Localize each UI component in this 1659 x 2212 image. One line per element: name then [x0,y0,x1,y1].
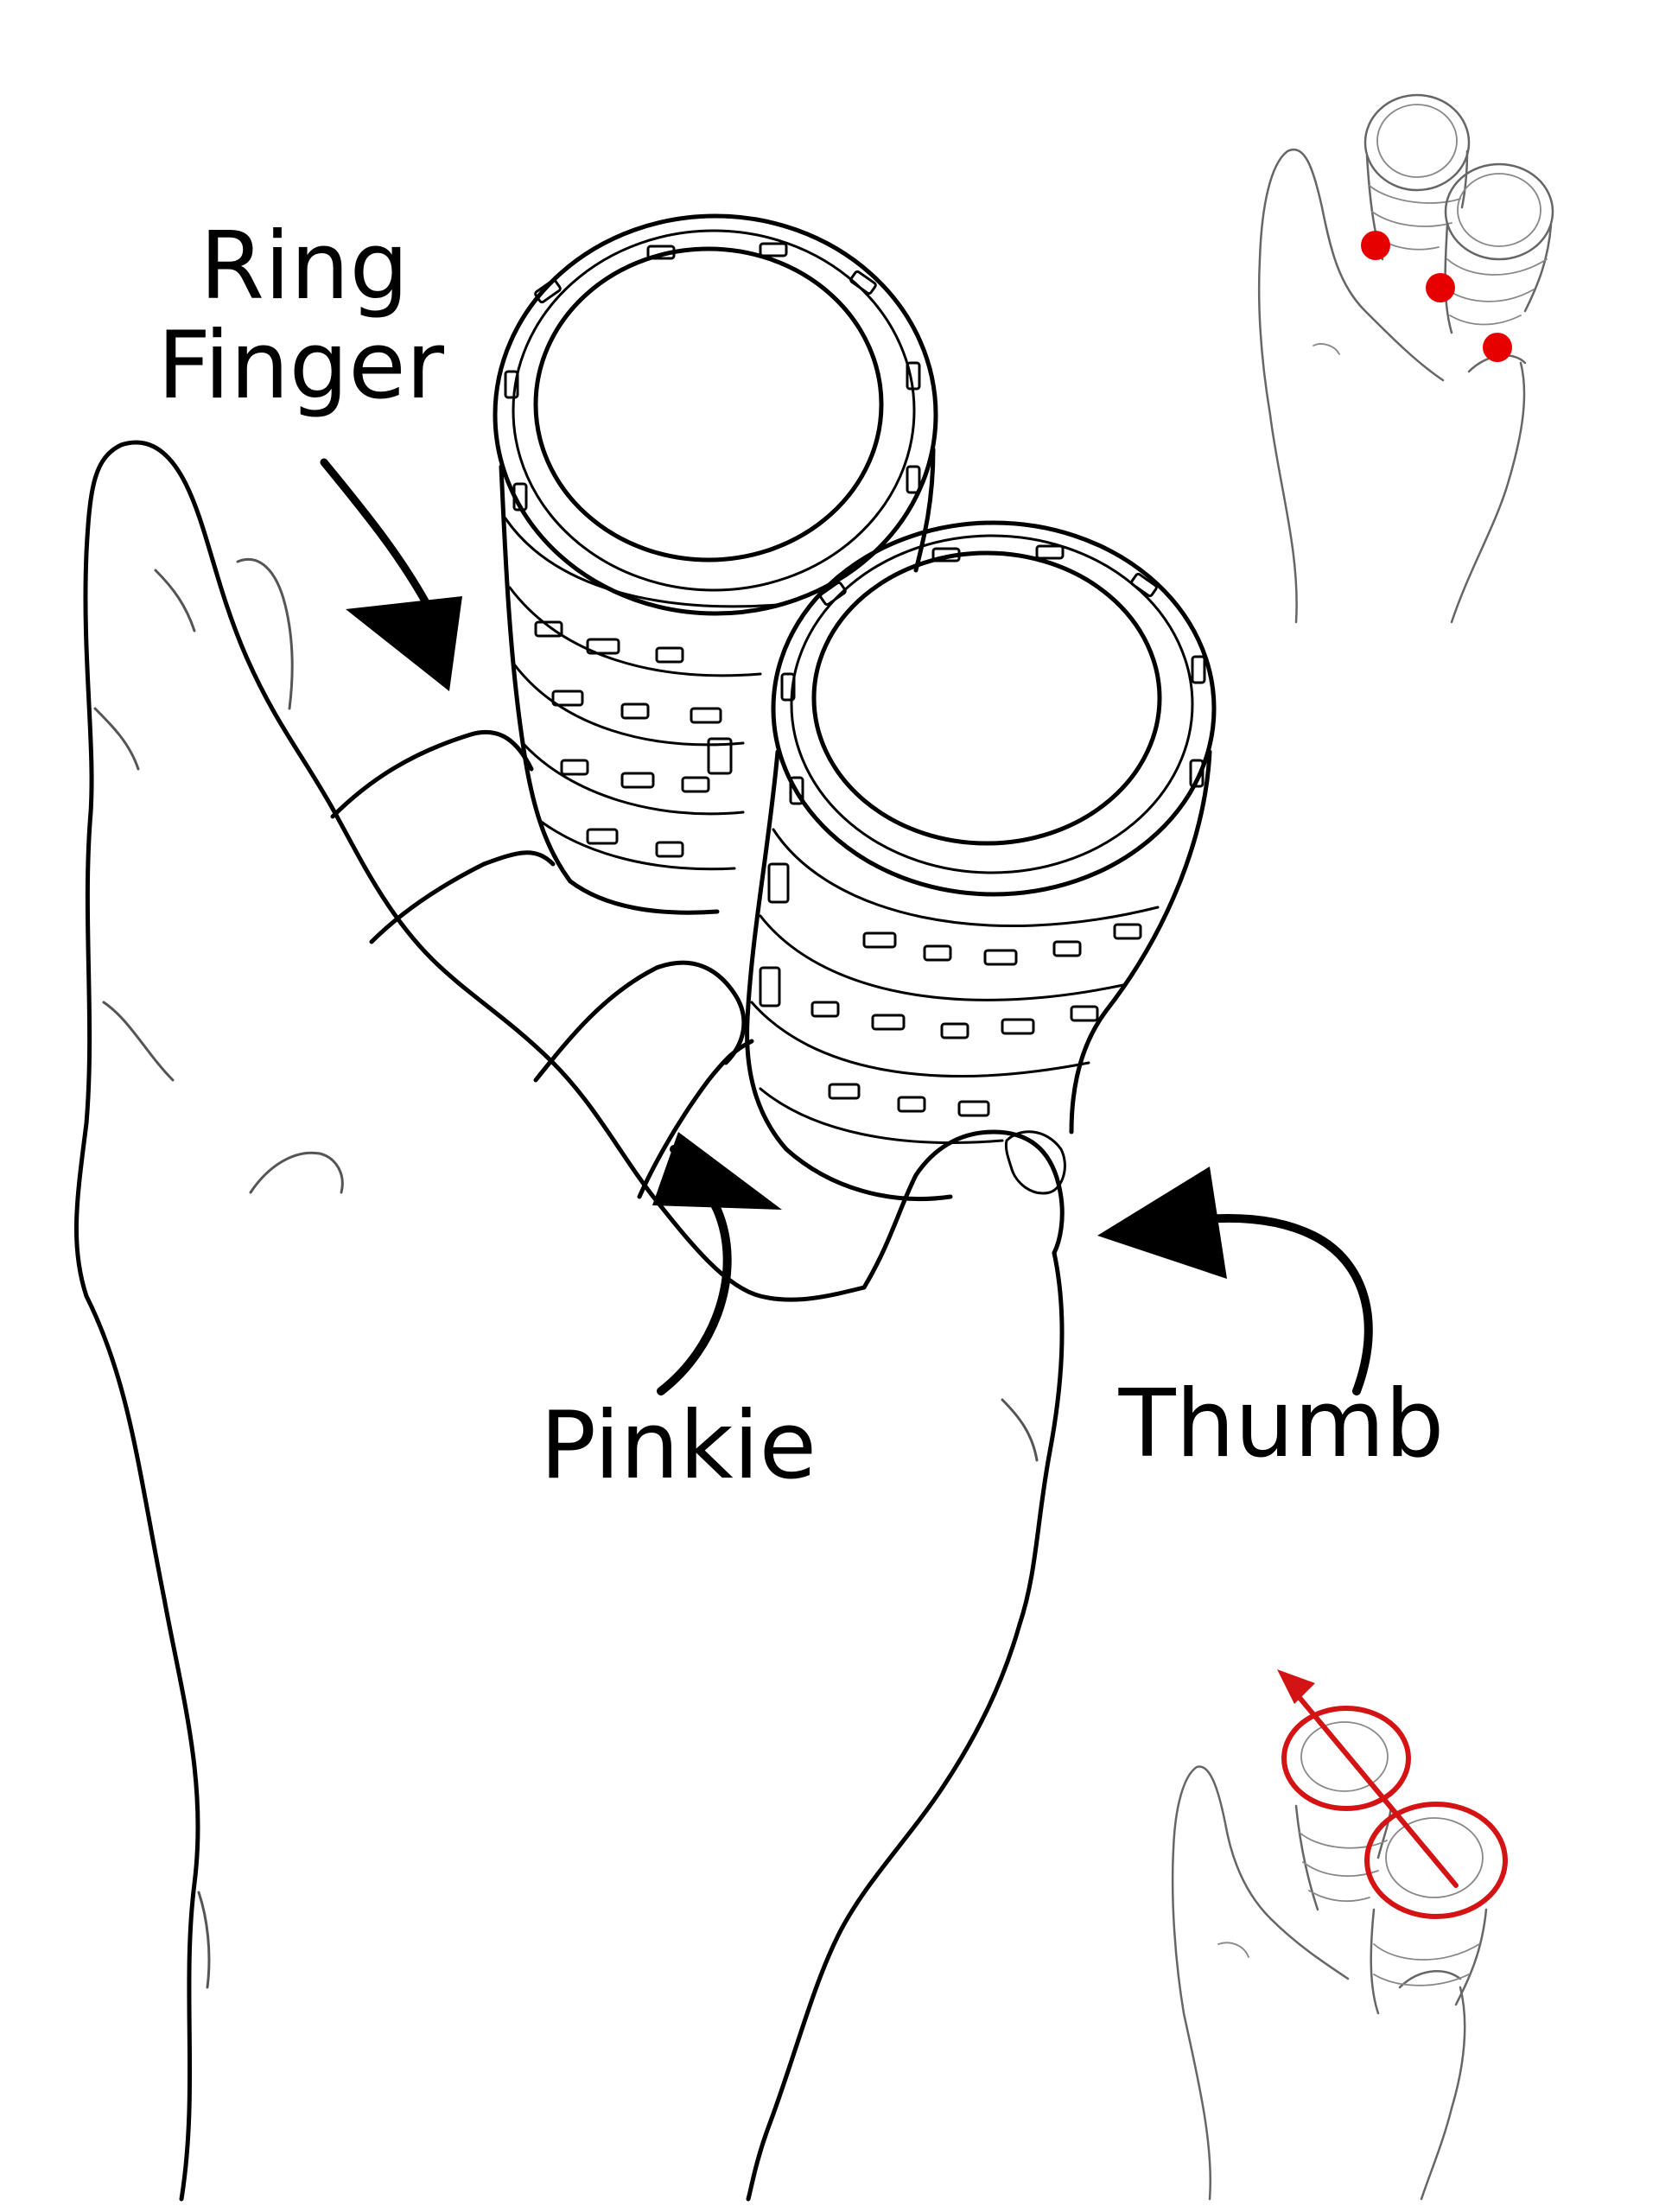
inset-bottom-ring-front [1364,1802,1508,1919]
thumbnail [1004,1130,1066,1195]
label-thumb: Thumb [1118,1370,1445,1478]
ring-finger-lower [369,850,556,944]
inset-bottom-right [1171,1669,1508,2201]
wrist-crease [197,1891,211,1989]
chip-stack-front-bottom [784,1147,953,1201]
pinkie-tip [637,1039,754,1199]
inset-bottom-ring-front-face [1385,1817,1484,1898]
inset-top-chip-front-face [1457,173,1541,247]
chip-stack-front-rim-outer [771,520,1217,897]
inset-bottom-thumb [1398,1970,1462,1989]
chip-stack-front-band-1 [772,828,1160,927]
palm-crease-2 [102,1001,175,1082]
label-ring: Ring [200,213,409,321]
inset-bottom-crease [1217,1942,1249,1958]
chip-stack-front-side-right [1069,749,1212,1135]
knuckle-line-1 [93,707,140,771]
inset-bottom-direction-arrow [1277,1669,1459,1888]
chip-stack-back-band-2 [508,586,762,677]
arrow-pinkie [652,1132,782,1395]
inset-top-chip-front [1444,162,1554,261]
hand-outline [73,440,867,2202]
chip-stack-front-face [811,550,1162,846]
inset-top-chip-back [1363,93,1471,192]
chip-stack-front-band-2 [759,914,1125,1001]
chip-stack-back-band-3 [513,664,745,747]
chip-stack-back-side-right [913,447,936,573]
label-pinkie: Pinkie [540,1392,817,1500]
chip-stack-front-side-blocks [759,862,1142,1117]
chip-stack-back-band-4 [521,741,745,816]
inset-top-chip-front-bands [1446,258,1548,326]
inset-top-marker-thumb [1483,333,1512,362]
label-finger: Finger [157,312,445,420]
inset-bottom-chip-front-bands [1373,1943,1480,1986]
finger-shadow-line [236,558,294,710]
arrow-thumb [1097,1166,1373,1395]
chip-stack-front [745,520,1217,1201]
chip-stack-front-band-3 [750,1001,1090,1077]
pinkie-outline [533,960,747,1083]
inset-top-hand-right [1450,361,1526,624]
inset-top-marker-ring [1361,231,1390,260]
chip-stack-back-band-5 [538,819,736,871]
chip-stack-front-band-4 [759,1087,1004,1144]
inset-top-chip-back-face [1376,104,1458,178]
palm-crease-3 [1001,1398,1039,1462]
arrow-ring-finger [320,458,462,691]
thumb-outline [861,1129,1065,1290]
inset-top-right [1257,93,1554,624]
chip-stack-front-rim-mid [790,534,1194,874]
chip-stack-back-rim-outer [493,213,938,616]
chip-stack-back-face [533,246,884,563]
chip-stack-front-notches [780,544,1206,805]
chip-stack-back-rim-mid [512,229,916,592]
knuckle-line-2 [154,569,196,632]
chip-stack-front-side-left [745,749,789,1152]
main-hand-illustration [73,440,1066,2202]
hand-outline-right [746,1250,1065,2202]
chip-stack-back-side-left [499,464,573,884]
inset-top-crease [1313,343,1340,355]
inset-top-hand [1257,148,1445,624]
inset-bottom-hand [1171,1765,1350,2201]
inset-top-marker-pinkie [1426,273,1455,302]
inset-bottom-hand-right [1420,1986,1466,2201]
palm-crease-1 [249,1151,344,1194]
ring-finger-outline [330,729,534,819]
chip-stack-back-notches [504,242,921,512]
inset-bottom-ring-back-face [1300,1721,1389,1792]
chip-stack-back-side-blocks [534,620,733,858]
inset-bottom-ring-back [1281,1706,1411,1811]
chip-stack-back-bottom [568,879,720,915]
chip-stack-back [493,213,938,915]
inset-bottom-chip-front-side [1370,1908,1488,2015]
chip-stack-back-band-1 [504,517,779,608]
